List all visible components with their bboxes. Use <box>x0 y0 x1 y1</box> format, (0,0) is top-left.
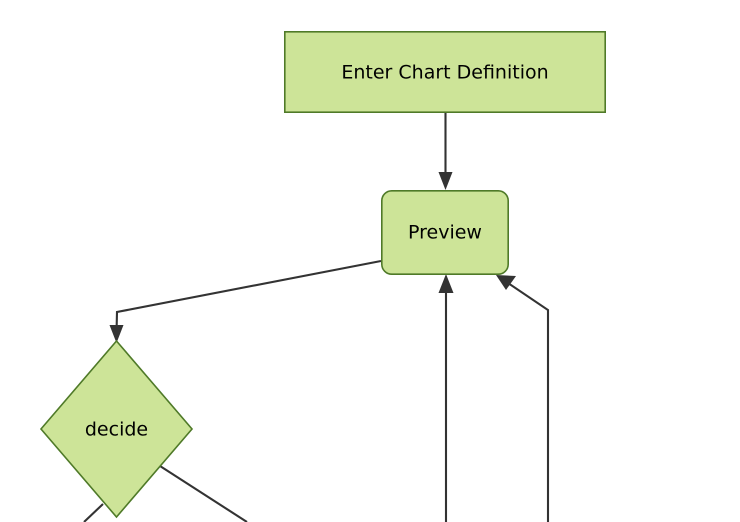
node-diamond <box>39 339 194 519</box>
node-label-preview: Preview <box>408 222 482 244</box>
node-rounded-rectangle <box>380 190 509 276</box>
edge-preview-to-decide <box>109 259 382 343</box>
edge-line <box>504 280 550 522</box>
node-decide[interactable]: decide <box>39 339 194 519</box>
arrowhead-icon <box>438 172 453 190</box>
edge-return-center-to-preview <box>438 274 454 522</box>
edge-enter-to-preview <box>438 113 453 190</box>
arrowhead-icon <box>496 275 516 290</box>
node-label-decide: decide <box>85 419 148 441</box>
node-preview[interactable]: Preview <box>380 190 509 276</box>
arrowhead-icon <box>109 325 124 343</box>
edge-line <box>83 503 104 522</box>
edge-decide-out-right <box>159 465 248 522</box>
node-label-enter-chart-definition: Enter Chart Definition <box>341 62 548 84</box>
arrowhead-icon <box>438 274 454 293</box>
node-rectangle <box>283 30 606 114</box>
edge-line <box>159 465 248 522</box>
edge-line <box>115 259 382 334</box>
edge-decide-out-left <box>83 503 104 522</box>
node-enter-chart-definition[interactable]: Enter Chart Definition <box>283 30 606 114</box>
edge-return-right-to-preview <box>496 275 550 522</box>
